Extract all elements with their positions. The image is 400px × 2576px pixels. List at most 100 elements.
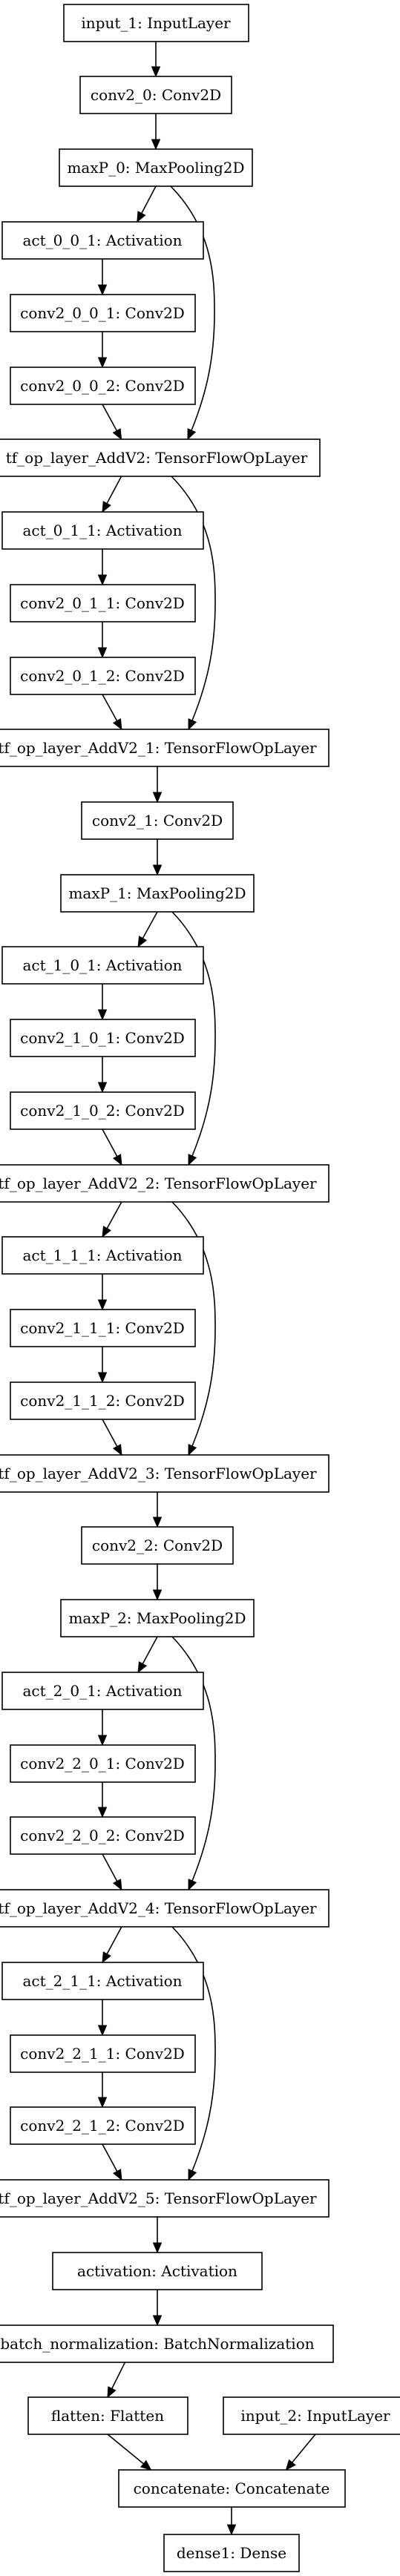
edge-act-0-0-1-to-conv2-0-0-1 — [97, 259, 108, 296]
edge-arrowhead — [97, 1082, 108, 1094]
edge-arrowhead — [188, 1154, 197, 1166]
edge-arrowhead — [137, 1661, 148, 1674]
layer-node-label: input_1: InputLayer — [81, 14, 231, 32]
edge-flatten-to-concatenate — [107, 2434, 152, 2471]
layer-node-label: conv2_0_1_2: Conv2D — [20, 667, 185, 685]
layer-node-dense1: dense1: Dense — [163, 2534, 300, 2572]
layer-node-box — [1, 1236, 204, 1275]
layer-node-box — [10, 1019, 196, 1057]
edge-arrowhead — [97, 574, 108, 586]
edge-conv2-1-1-1-to-conv2-1-1-2 — [97, 1347, 108, 1384]
edge-conv2-0-1-2-to-add-1 — [102, 694, 122, 731]
layer-node-conv2-0-1-2: conv2_0_1_2: Conv2D — [10, 657, 196, 695]
layer-node-conv2-1-1-2: conv2_1_1_2: Conv2D — [10, 1381, 196, 1420]
edge-arrowhead — [285, 2459, 296, 2471]
edge-conv2-2-1-2-to-add-5 — [102, 2143, 122, 2181]
edge-concatenate-to-dense1 — [226, 2507, 237, 2536]
layer-node-box — [10, 367, 196, 405]
layer-node-box — [10, 584, 196, 622]
layer-node-add-3: tf_op_layer_AddV2_3: TensorFlowOpLayer — [0, 1454, 329, 1493]
layer-node-box — [0, 1454, 329, 1493]
layer-node-act-0-0-1: act_0_0_1: Activation — [1, 221, 204, 260]
layer-node-box — [0, 1889, 329, 1928]
edge-arrowhead — [152, 2242, 163, 2254]
edge-arrowhead — [97, 1299, 108, 1311]
edge-act-0-1-1-to-conv2-0-1-1 — [97, 549, 108, 586]
layer-node-label: activation: Activation — [77, 2262, 237, 2280]
layer-node-maxP-1: maxP_1: MaxPooling2D — [60, 874, 255, 913]
edge-arrowhead — [112, 1879, 122, 1891]
edge-act-2-0-1-to-conv2-2-0-1 — [97, 1709, 108, 1747]
layer-node-act-1-0-1: act_1_0_1: Activation — [1, 946, 204, 985]
edge-conv2-2-0-1-to-conv2-2-0-2 — [97, 1782, 108, 1818]
layer-node-box — [63, 4, 249, 42]
edge-conv2-0-1-1-to-conv2-0-1-2 — [97, 622, 108, 659]
edge-arrowhead — [137, 211, 146, 223]
layer-node-act-1-1-1: act_1_1_1: Activation — [1, 1236, 204, 1275]
layer-node-label: maxP_1: MaxPooling2D — [68, 884, 246, 902]
edge-conv2-1-1-2-to-add-3 — [102, 1419, 122, 1456]
layer-node-box — [10, 294, 196, 332]
edge-arrowhead — [102, 1951, 111, 1964]
layer-node-conv2-0-1-1: conv2_0_1_1: Conv2D — [10, 584, 196, 622]
edge-arrowhead — [112, 1444, 122, 1456]
edge-arrowhead — [97, 1009, 108, 1021]
layer-node-box — [10, 1381, 196, 1420]
edge-conv2-2-1-1-to-conv2-2-1-2 — [97, 2072, 108, 2109]
edge-arrowhead — [137, 936, 148, 948]
edge-arrowhead — [187, 428, 197, 441]
layer-node-box — [52, 2252, 263, 2290]
layer-node-label: conv2_1_1_2: Conv2D — [20, 1392, 185, 1410]
layer-node-conv2-2-0-1: conv2_2_0_1: Conv2D — [10, 1744, 196, 1783]
edge-arrowhead — [188, 718, 197, 731]
layer-node-label: input_2: InputLayer — [240, 2407, 390, 2425]
layer-node-add-2: tf_op_layer_AddV2_2: TensorFlowOpLayer — [0, 1164, 329, 1203]
edge-arrowhead — [102, 501, 111, 513]
edge-add-3-to-conv2-2 — [152, 1492, 163, 1528]
layer-node-label: flatten: Flatten — [51, 2407, 164, 2425]
edge-conv2-0-0-2-to-add-0 — [102, 404, 122, 441]
edge-arrowhead — [97, 647, 108, 659]
layer-node-box — [0, 2179, 329, 2218]
layer-node-box — [10, 657, 196, 695]
layer-node-box — [60, 874, 255, 913]
edge-arrowhead — [97, 1807, 108, 1818]
layer-node-label: conv2_1: Conv2D — [92, 812, 223, 829]
layer-node-box — [81, 1526, 234, 1565]
layer-node-box — [223, 2396, 400, 2435]
layer-node-box — [1, 511, 204, 550]
layer-node-box — [0, 2324, 334, 2363]
layer-node-conv2-1-0-2: conv2_1_0_2: Conv2D — [10, 1091, 196, 1130]
layer-node-act-2-0-1: act_2_0_1: Activation — [1, 1672, 204, 1710]
layer-node-label: tf_op_layer_AddV2_2: TensorFlowOpLayer — [0, 1174, 317, 1192]
layer-node-flatten: flatten: Flatten — [27, 2396, 188, 2435]
layer-node-conv2-0-0-1: conv2_0_0_1: Conv2D — [10, 294, 196, 332]
edge-arrowhead — [97, 1735, 108, 1747]
layer-node-label: act_0_0_1: Activation — [22, 231, 182, 249]
layer-node-label: tf_op_layer_AddV2: TensorFlowOpLayer — [6, 449, 308, 467]
layer-node-label: conv2_0_0_2: Conv2D — [20, 377, 185, 395]
layer-node-add-1: tf_op_layer_AddV2_1: TensorFlowOpLayer — [0, 729, 329, 767]
layer-node-label: maxP_0: MaxPooling2D — [67, 159, 244, 177]
layer-node-conv2-0: conv2_0: Conv2D — [79, 76, 232, 114]
layer-node-label: tf_op_layer_AddV2_4: TensorFlowOpLayer — [0, 1899, 317, 1917]
edge-arrowhead — [152, 1589, 163, 1601]
layer-node-label: batch_normalization: BatchNormalization — [0, 2335, 314, 2353]
layer-node-label: conv2_0: Conv2D — [91, 86, 221, 104]
layer-node-conv2-2-0-2: conv2_2_0_2: Conv2D — [10, 1816, 196, 1855]
edge-arrowhead — [97, 2097, 108, 2109]
layer-node-activation: activation: Activation — [52, 2252, 263, 2290]
layer-node-box — [10, 1091, 196, 1130]
layer-node-conv2-0-0-2: conv2_0_0_2: Conv2D — [10, 367, 196, 405]
layer-node-maxP-0: maxP_0: MaxPooling2D — [59, 148, 253, 187]
edge-batch-normalization-to-flatten — [107, 2362, 126, 2399]
layer-node-add-0: tf_op_layer_AddV2: TensorFlowOpLayer — [0, 438, 321, 477]
edge-add-4-to-act-2-1-1 — [102, 1926, 122, 1964]
edge-arrowhead — [188, 1444, 197, 1456]
edge-arrowhead — [152, 792, 163, 804]
edge-conv2-1-0-2-to-add-2 — [102, 1128, 122, 1166]
edge-arrowhead — [97, 2025, 108, 2037]
layer-node-label: act_1_1_1: Activation — [22, 1246, 182, 1264]
layer-node-label: conv2_2_1_2: Conv2D — [20, 2117, 185, 2135]
